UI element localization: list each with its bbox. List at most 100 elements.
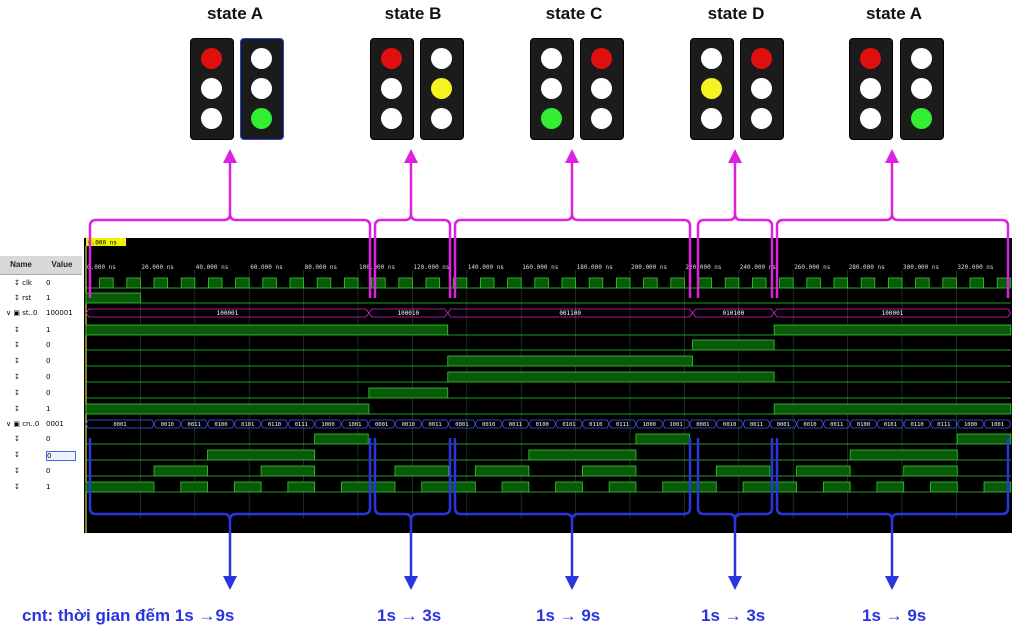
- rst-high: [85, 292, 141, 304]
- clk-high: [126, 277, 141, 289]
- clk-high: [942, 277, 957, 289]
- clk-high: [235, 277, 250, 289]
- magenta-bracket: [409, 213, 452, 298]
- clk-high: [724, 277, 740, 289]
- traffic-light-5-2: [900, 38, 944, 140]
- time-tick: 40.000 ns: [196, 264, 229, 271]
- white-lamp: [251, 78, 272, 99]
- clk-high: [643, 277, 658, 289]
- clk-high: [371, 277, 386, 289]
- signal-name-11[interactable]: ↧: [14, 451, 20, 459]
- cnt-bit0-high: [501, 481, 530, 493]
- signal-name-6[interactable]: ↧: [14, 373, 20, 381]
- state-d-duration: 1s → 3s: [701, 606, 766, 625]
- clk-high: [670, 277, 685, 289]
- clk-high: [996, 277, 1012, 289]
- signal-name-12[interactable]: ↧: [14, 467, 20, 475]
- clk-high: [888, 277, 903, 289]
- white-lamp: [431, 108, 452, 129]
- cnt-bit0-high: [341, 481, 396, 493]
- blue-bracket: [88, 438, 232, 578]
- clk-high: [398, 277, 413, 289]
- signal-name-1[interactable]: ↧ rst: [14, 294, 32, 302]
- signal-value-13: 1: [46, 483, 51, 491]
- state-b-duration: 1s → 3s: [377, 606, 442, 625]
- signal-value-6: 0: [46, 373, 51, 381]
- white-lamp: [911, 48, 932, 69]
- blue-arrowhead: [728, 576, 742, 590]
- time-tick: 320.000 ns: [957, 264, 994, 271]
- signal-name-2[interactable]: ∨ ▣ st..0: [6, 309, 38, 317]
- signal-name-10[interactable]: ↧: [14, 435, 20, 443]
- cnt-bit0-high: [930, 481, 958, 493]
- cnt-bus-label: 0110: [910, 422, 923, 428]
- white-lamp: [591, 78, 612, 99]
- signal-name-4[interactable]: ↧: [14, 341, 20, 349]
- st3-high: [447, 355, 693, 367]
- green-lamp: [541, 108, 562, 129]
- st4-high: [692, 339, 775, 351]
- clk-high: [208, 277, 223, 289]
- clk-high: [969, 277, 984, 289]
- time-tick: 300.000 ns: [903, 264, 940, 271]
- st2-high: [447, 371, 775, 383]
- magenta-bracket: [88, 160, 232, 298]
- time-tick: 160.000 ns: [522, 264, 559, 271]
- signal-name-9[interactable]: ∨ ▣ cn..0: [6, 420, 40, 428]
- magenta-arrowhead: [404, 149, 418, 163]
- blue-bracket: [775, 438, 894, 578]
- red-lamp: [751, 48, 772, 69]
- red-lamp: [860, 48, 881, 69]
- white-lamp: [591, 108, 612, 129]
- white-lamp: [381, 78, 402, 99]
- signal-name-0[interactable]: ↧ clk: [14, 279, 32, 287]
- cnt-bus-label: 0001: [777, 422, 790, 428]
- magenta-bracket: [696, 160, 737, 298]
- time-tick: 140.000 ns: [468, 264, 505, 271]
- st-bus-label: 100001: [217, 310, 239, 317]
- time-tick: 20.000 ns: [141, 264, 174, 271]
- signal-value-4: 0: [46, 341, 51, 349]
- magenta-bracket: [228, 213, 372, 298]
- magenta-bracket: [373, 160, 413, 298]
- cnt-bus-label: 1001: [348, 422, 361, 428]
- green-lamp: [911, 108, 932, 129]
- clk-high: [534, 277, 549, 289]
- white-lamp: [911, 78, 932, 99]
- signal-value-7: 0: [46, 389, 51, 397]
- signal-name-8[interactable]: ↧: [14, 405, 20, 413]
- clk-high: [262, 277, 277, 289]
- signal-name-5[interactable]: ↧: [14, 357, 20, 365]
- cnt-bit0-high: [876, 481, 905, 493]
- cnt-bit0-high: [983, 481, 1012, 493]
- cnt-bit3-high: [956, 433, 1012, 445]
- signal-value-3: 1: [46, 326, 51, 334]
- signal-name-7[interactable]: ↧: [14, 389, 20, 397]
- white-lamp: [431, 48, 452, 69]
- traffic-light-1-1: [190, 38, 234, 140]
- signal-value-2: 100001: [46, 309, 73, 317]
- signal-value-1: 1: [46, 294, 51, 302]
- signal-value-12: 0: [46, 467, 51, 475]
- value-column-header[interactable]: Value: [42, 256, 82, 275]
- cnt-bus-label: 0011: [830, 422, 843, 428]
- signal-name-13[interactable]: ↧: [14, 483, 20, 491]
- signal-name-3[interactable]: ↧: [14, 326, 20, 334]
- red-lamp: [381, 48, 402, 69]
- signal-value-11: 0: [46, 451, 76, 461]
- cnt-bus-label: 0011: [750, 422, 763, 428]
- traffic-light-2-2: [420, 38, 464, 140]
- cursor-label: 0.000 ns: [88, 240, 117, 247]
- cnt-bit1-high: [796, 465, 851, 477]
- st-bus-segment: [773, 308, 1012, 318]
- blue-bracket: [696, 438, 737, 578]
- st5-high: [85, 324, 449, 336]
- magenta-bracket: [570, 213, 692, 298]
- name-column-header[interactable]: Name: [0, 256, 42, 275]
- st0-high: [85, 403, 370, 415]
- white-lamp: [751, 108, 772, 129]
- cnt-bit3-high: [314, 433, 369, 445]
- state-label-c: state C: [545, 4, 603, 23]
